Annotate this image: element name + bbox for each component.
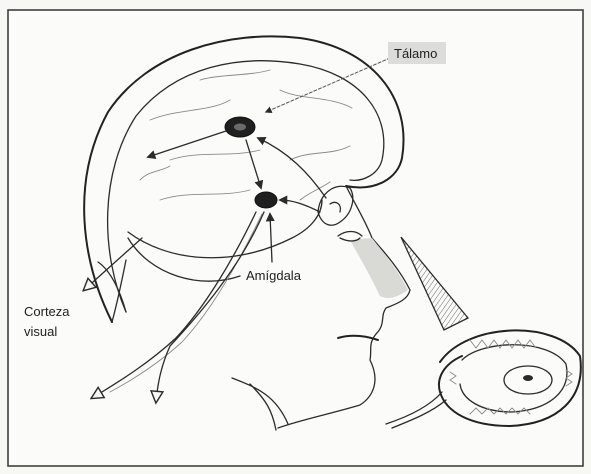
- thalamus-label: Tálamo: [394, 46, 437, 61]
- visual-cortex-label-line2: visual: [24, 324, 57, 339]
- amygdala-label: Amígdala: [246, 268, 302, 283]
- snake-eye: [523, 375, 533, 381]
- thalamus-highlight: [234, 124, 246, 131]
- amygdala-node: [255, 192, 277, 208]
- visual-cortex-label-line1: Corteza: [24, 304, 70, 319]
- diagram-frame: [8, 10, 583, 466]
